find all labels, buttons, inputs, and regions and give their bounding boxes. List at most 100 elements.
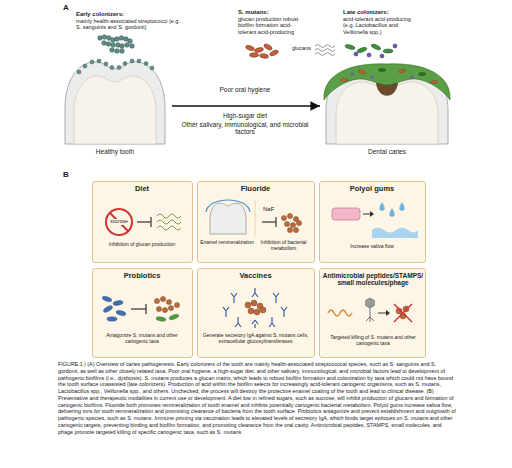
node-illustration bbox=[198, 182, 313, 264]
group-description: acid-tolerant acid-producing (e.g. Lacto… bbox=[343, 16, 415, 35]
coccus bbox=[144, 62, 148, 66]
node-illustration bbox=[62, 50, 168, 162]
group-heading: Late colonizers: bbox=[343, 9, 443, 16]
bacterium bbox=[160, 296, 165, 301]
panel-caption: Inhibition of bacterial metabolism bbox=[256, 240, 311, 252]
bacterium bbox=[293, 227, 298, 232]
strategy-panel: Polyol gumsIncrease saliva flow bbox=[319, 181, 426, 263]
prohibition-circle bbox=[106, 209, 132, 235]
panel-caption: Enamel remineralization bbox=[200, 240, 254, 246]
panel-heading: Antimicrobial peptides/STAMPS/ small mol… bbox=[322, 272, 424, 287]
late-colonizer-cluster bbox=[345, 43, 397, 58]
veillonella-cell bbox=[354, 52, 358, 56]
figure-caption: FIGURE 1 | (A) Overview of caries pathog… bbox=[58, 361, 456, 435]
coccus bbox=[98, 36, 103, 41]
s-mutans-cell bbox=[341, 78, 348, 81]
lactobacillus-cell bbox=[357, 46, 368, 53]
lactobacillus-cell bbox=[383, 49, 393, 53]
s-mutans-cell bbox=[248, 308, 254, 314]
inhibition-bar bbox=[275, 217, 276, 227]
s-mutans-cell bbox=[245, 44, 255, 51]
bacterium bbox=[168, 305, 173, 310]
coccus bbox=[102, 41, 107, 46]
prohibition-slash bbox=[110, 213, 128, 231]
bacterium bbox=[166, 299, 171, 304]
veillonella-cell bbox=[380, 54, 384, 58]
molecule-label: NaF bbox=[263, 206, 274, 213]
caries-tooth-figure bbox=[324, 64, 450, 144]
bacterium bbox=[156, 316, 167, 322]
panel-caption: Generate secretory IgA against S. mutans… bbox=[201, 333, 310, 345]
veillonella-cell bbox=[393, 44, 397, 48]
coccus bbox=[83, 64, 87, 68]
inhibition-line bbox=[262, 221, 276, 222]
kill-cross bbox=[394, 304, 412, 322]
glucan-strand bbox=[315, 53, 335, 56]
phage-head bbox=[366, 298, 375, 308]
coccus bbox=[137, 59, 141, 63]
coccus bbox=[104, 62, 108, 66]
s-mutans-cell bbox=[245, 302, 251, 308]
iga-antibody bbox=[231, 293, 237, 303]
iga-antibody bbox=[252, 288, 258, 297]
panel-letter: A bbox=[63, 3, 69, 12]
s-mutans-cell bbox=[259, 53, 269, 59]
coccus bbox=[130, 59, 134, 63]
fluoride-figure bbox=[206, 200, 302, 237]
figure-part bbox=[77, 59, 154, 74]
phage-tail bbox=[366, 308, 374, 322]
matrix-label: glucans bbox=[292, 45, 311, 51]
panel-heading: Polyol gums bbox=[320, 185, 424, 194]
panel-caption: Targeted killing of S. mutans and other … bbox=[324, 335, 422, 347]
bacterium bbox=[174, 302, 179, 307]
tooth-node: Healthy tooth bbox=[62, 50, 170, 162]
bacterium bbox=[287, 213, 292, 218]
tooth-label: Dental caries bbox=[322, 148, 452, 155]
molecule-label: sucrose bbox=[109, 219, 129, 225]
divider bbox=[255, 200, 256, 237]
inhibition-bar bbox=[150, 217, 151, 227]
bacterium bbox=[403, 306, 409, 312]
glucan-strand bbox=[157, 220, 181, 224]
glucan-strand bbox=[157, 214, 181, 218]
figure-part bbox=[245, 300, 266, 315]
coccus bbox=[119, 36, 124, 41]
s-mutans-cell bbox=[431, 80, 438, 83]
panel-heading: Fluoride bbox=[198, 185, 313, 194]
flow-arrow-head bbox=[370, 211, 374, 217]
probiotic-cell bbox=[116, 310, 127, 317]
s-mutans-cell bbox=[251, 300, 257, 306]
node-illustration bbox=[93, 182, 191, 264]
bacterium bbox=[296, 220, 301, 225]
strategy-panel: VaccinesGenerate secretory IgA against S… bbox=[197, 268, 315, 358]
veillonella-cell bbox=[410, 75, 413, 78]
node-illustration bbox=[322, 50, 452, 162]
glucan-strands bbox=[315, 45, 335, 56]
bacterium bbox=[281, 215, 286, 220]
lactobacillus-cell bbox=[379, 68, 386, 71]
veillonella-cell bbox=[370, 75, 373, 78]
tooth-dentin bbox=[74, 76, 156, 144]
panel-heading: Vaccines bbox=[198, 272, 313, 281]
probiotic-cell bbox=[113, 300, 124, 306]
probiotic-cell bbox=[107, 317, 117, 321]
tooth-dentin bbox=[336, 82, 438, 144]
panel-heading: Probiotics bbox=[93, 272, 191, 281]
bacterium bbox=[162, 307, 167, 312]
veillonella-cell bbox=[367, 53, 371, 57]
s-mutans-cell bbox=[269, 49, 279, 57]
tooth-label: Healthy tooth bbox=[62, 148, 168, 155]
coccus bbox=[90, 60, 94, 64]
probiotics-figure bbox=[102, 295, 180, 322]
panel-caption: Inhibition of glucan production bbox=[97, 242, 187, 248]
coccus bbox=[97, 59, 101, 63]
figure-part bbox=[341, 68, 438, 83]
iga-antibody bbox=[252, 320, 258, 328]
coccus bbox=[77, 70, 81, 74]
strategy-panel: Antimicrobial peptides/STAMPS/ small mol… bbox=[319, 268, 426, 358]
coccus bbox=[110, 48, 115, 53]
saliva-drop bbox=[399, 202, 404, 211]
group-heading: Early colonizers: bbox=[76, 11, 186, 18]
iga-antibody bbox=[235, 317, 241, 327]
small-tooth bbox=[210, 203, 246, 234]
